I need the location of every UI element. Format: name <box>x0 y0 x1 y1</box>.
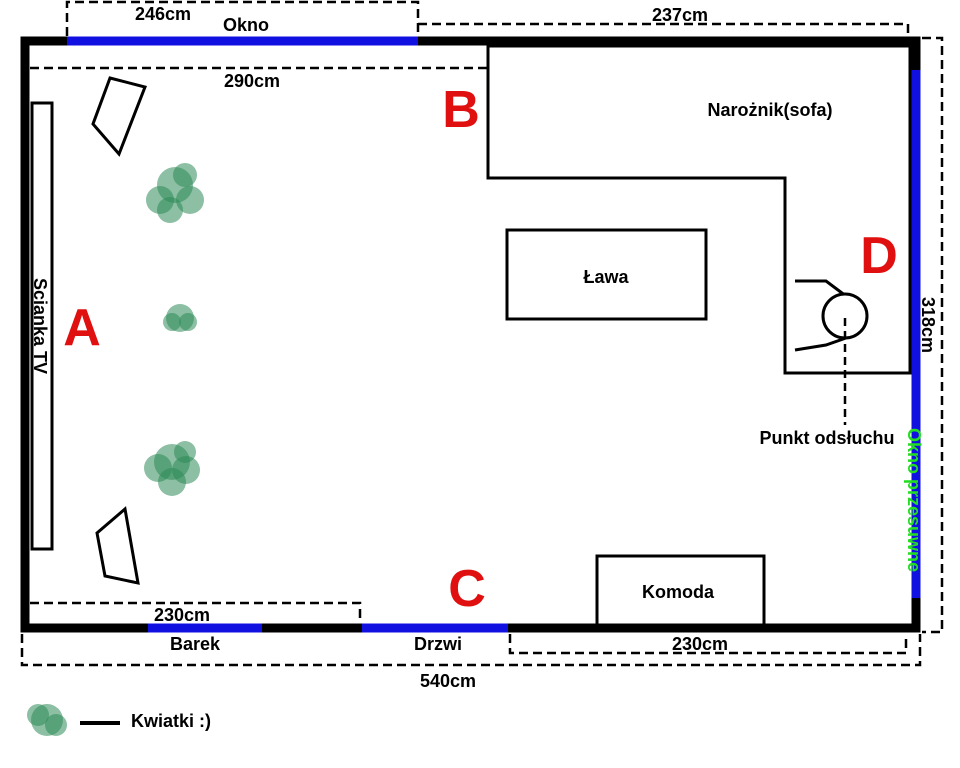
speaker-icon <box>91 76 148 157</box>
total-width-dimension-line <box>20 634 922 667</box>
tv-wall-label: Scianka TV <box>30 278 50 374</box>
coffee-table <box>505 228 708 321</box>
zone-d-label: D <box>860 227 898 285</box>
zone-c-label: C <box>448 560 486 618</box>
top-right-dimension-line <box>418 22 910 36</box>
okno-label: Okno <box>223 15 269 35</box>
dresser <box>595 554 766 627</box>
okno-dimension: 246cm <box>135 4 191 24</box>
barek-label: Barek <box>170 634 221 654</box>
speaker-icon <box>95 506 140 585</box>
listening-point-label: Punkt odsłuchu <box>760 428 895 448</box>
plant-icon <box>146 163 204 223</box>
listener-chair-icon <box>794 279 847 352</box>
tv-wall <box>30 101 54 551</box>
top-inner-dimension: 290cm <box>224 71 280 91</box>
corner-sofa <box>486 44 912 375</box>
drzwi-label: Drzwi <box>414 634 462 654</box>
right-dimension: 318cm <box>918 297 938 353</box>
okno-dimension-line <box>65 0 420 36</box>
sofa-label: Narożnik(sofa) <box>707 100 832 120</box>
right-dimension-line <box>922 36 944 634</box>
plant-icon <box>163 304 197 332</box>
zone-a-label: A <box>63 299 101 357</box>
bottom-left-dimension-line <box>30 601 362 622</box>
dresser-label: Komoda <box>642 582 715 602</box>
zone-b-label: B <box>442 81 480 139</box>
legend-plants-label: Kwiatki :) <box>131 711 211 731</box>
total-width-dimension: 540cm <box>420 671 476 691</box>
bottom-right-dimension: 230cm <box>672 634 728 654</box>
legend-plant-icon <box>27 704 67 736</box>
bottom-right-dimension-line <box>508 634 908 655</box>
bottom-left-dimension: 230cm <box>154 605 210 625</box>
sliding-window-label: Okno przesuwne <box>904 428 924 572</box>
top-right-dimension: 237cm <box>652 5 708 25</box>
plant-icon <box>144 441 200 496</box>
coffee-table-label: Ława <box>583 267 629 287</box>
